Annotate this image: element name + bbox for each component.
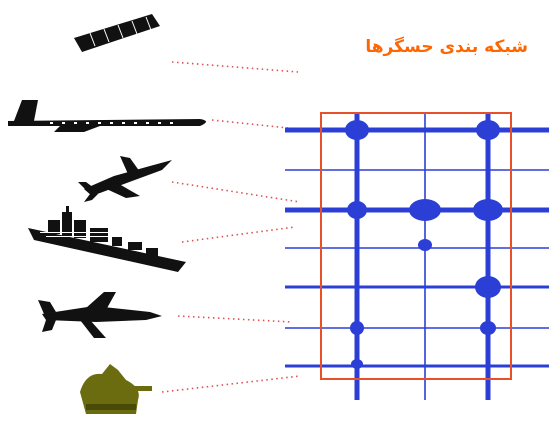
sensor-node — [480, 321, 496, 335]
sensor-node — [476, 120, 500, 140]
satellite-icon — [74, 14, 160, 52]
tank-icon — [80, 364, 152, 414]
sensor-connectors — [162, 62, 300, 392]
sensor-node — [475, 276, 501, 298]
connector-tank — [162, 376, 300, 392]
warship-icon — [28, 206, 186, 272]
sensor-node — [418, 239, 432, 251]
attack-jet-icon — [38, 292, 162, 338]
connector-satellite — [172, 62, 298, 72]
sensor-node — [473, 199, 503, 221]
connector-attack-jet — [178, 316, 292, 322]
diagram-title: شبکه بندی حسگرها — [300, 36, 528, 58]
fighter-jet-icon — [78, 156, 172, 202]
sensor-node — [347, 201, 367, 219]
sensor-node — [345, 120, 369, 140]
grid-frame — [321, 113, 511, 379]
sensor-nodes — [345, 120, 503, 369]
airliner-icon — [8, 100, 206, 132]
sensor-node — [409, 199, 441, 221]
connector-fighter-jet — [172, 182, 300, 202]
connector-airliner — [212, 120, 288, 128]
connector-warship — [182, 227, 295, 242]
sensor-node — [350, 321, 364, 335]
sensor-grid — [285, 112, 549, 400]
sensor-node — [351, 359, 363, 369]
